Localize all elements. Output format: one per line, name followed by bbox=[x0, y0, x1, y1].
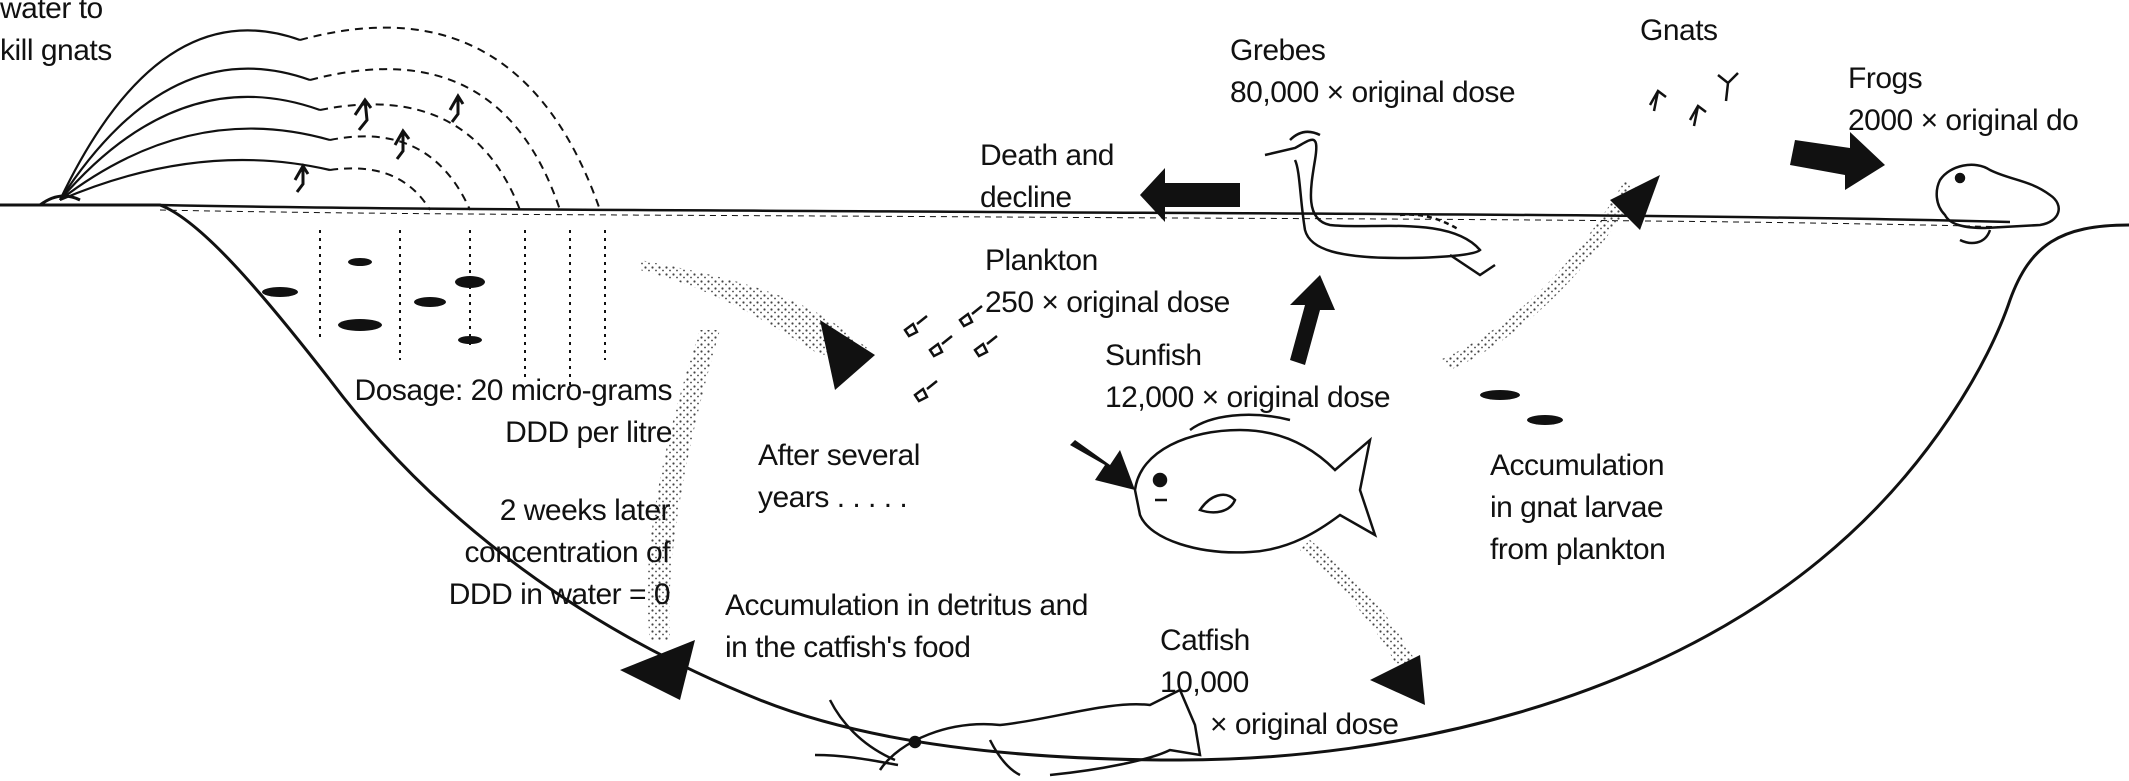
arrow-to-sunfish bbox=[1070, 440, 1135, 490]
after-line1: After several bbox=[758, 435, 920, 477]
spray-label-line1: water to bbox=[0, 0, 112, 30]
two-weeks-label: 2 weeks later concentration of DDD in wa… bbox=[400, 490, 670, 616]
larvae-line2: in gnat larvae bbox=[1490, 487, 1665, 529]
plankton-particles bbox=[905, 306, 997, 401]
detritus-label: Accumulation in detritus and in the catf… bbox=[725, 585, 1088, 669]
spray-label: water to kill gnats bbox=[0, 0, 112, 72]
after-line2: years . . . . . bbox=[758, 477, 920, 519]
frogs-label: Frogs 2000 × original do bbox=[1848, 58, 2078, 142]
catfish-label: Catfish 10,000 × original dose bbox=[1160, 620, 1398, 746]
adult-gnats bbox=[1650, 73, 1738, 126]
grebes-label: Grebes 80,000 × original dose bbox=[1230, 30, 1515, 114]
death-line1: Death and bbox=[980, 135, 1114, 177]
gnat-larvae-cluster bbox=[262, 258, 485, 344]
gnats-label: Gnats bbox=[1640, 10, 1718, 52]
frogs-name: Frogs bbox=[1848, 58, 2078, 100]
dosage-line1: Dosage: 20 micro-grams bbox=[300, 370, 672, 412]
gnat-larvae-right bbox=[1480, 390, 1563, 425]
frog bbox=[1937, 165, 2059, 243]
arrow-to-gnats bbox=[1440, 180, 1640, 370]
sunfish bbox=[1135, 415, 1375, 553]
detritus-line2: in the catfish's food bbox=[725, 627, 1088, 669]
plankton-dose: 250 × original dose bbox=[985, 282, 1230, 324]
plankton-label: Plankton 250 × original dose bbox=[985, 240, 1230, 324]
larvae-label: Accumulation in gnat larvae from plankto… bbox=[1490, 445, 1665, 571]
weeks-line1: 2 weeks later bbox=[400, 490, 670, 532]
weeks-line3: DDD in water = 0 bbox=[400, 574, 670, 616]
plankton-name: Plankton bbox=[985, 240, 1230, 282]
weeks-line2: concentration of bbox=[400, 532, 670, 574]
grebe-bird bbox=[1265, 132, 1495, 275]
catfish-dose-line2: × original dose bbox=[1210, 704, 1398, 746]
sunfish-label: Sunfish 12,000 × original dose bbox=[1105, 335, 1390, 419]
larvae-line3: from plankton bbox=[1490, 529, 1665, 571]
grebes-dose: 80,000 × original dose bbox=[1230, 72, 1515, 114]
detritus-line1: Accumulation in detritus and bbox=[725, 585, 1088, 627]
spray-dashed-arcs bbox=[300, 28, 600, 210]
after-several-years-label: After several years . . . . . bbox=[758, 435, 920, 519]
catfish-name: Catfish bbox=[1160, 620, 1398, 662]
dosage-label: Dosage: 20 micro-grams DDD per litre bbox=[300, 370, 672, 454]
spray-label-line2: kill gnats bbox=[0, 30, 112, 72]
frogs-dose: 2000 × original do bbox=[1848, 100, 2078, 142]
death-label: Death and decline bbox=[980, 135, 1114, 219]
grebes-name: Grebes bbox=[1230, 30, 1515, 72]
dosage-line2: DDD per litre bbox=[300, 412, 672, 454]
sunfish-dose: 12,000 × original dose bbox=[1105, 377, 1390, 419]
catfish-dose-line1: 10,000 bbox=[1160, 662, 1398, 704]
sunfish-name: Sunfish bbox=[1105, 335, 1390, 377]
gnats-name: Gnats bbox=[1640, 10, 1718, 52]
larvae-line1: Accumulation bbox=[1490, 445, 1665, 487]
dosage-drop-lines bbox=[320, 230, 605, 390]
death-line2: decline bbox=[980, 177, 1114, 219]
